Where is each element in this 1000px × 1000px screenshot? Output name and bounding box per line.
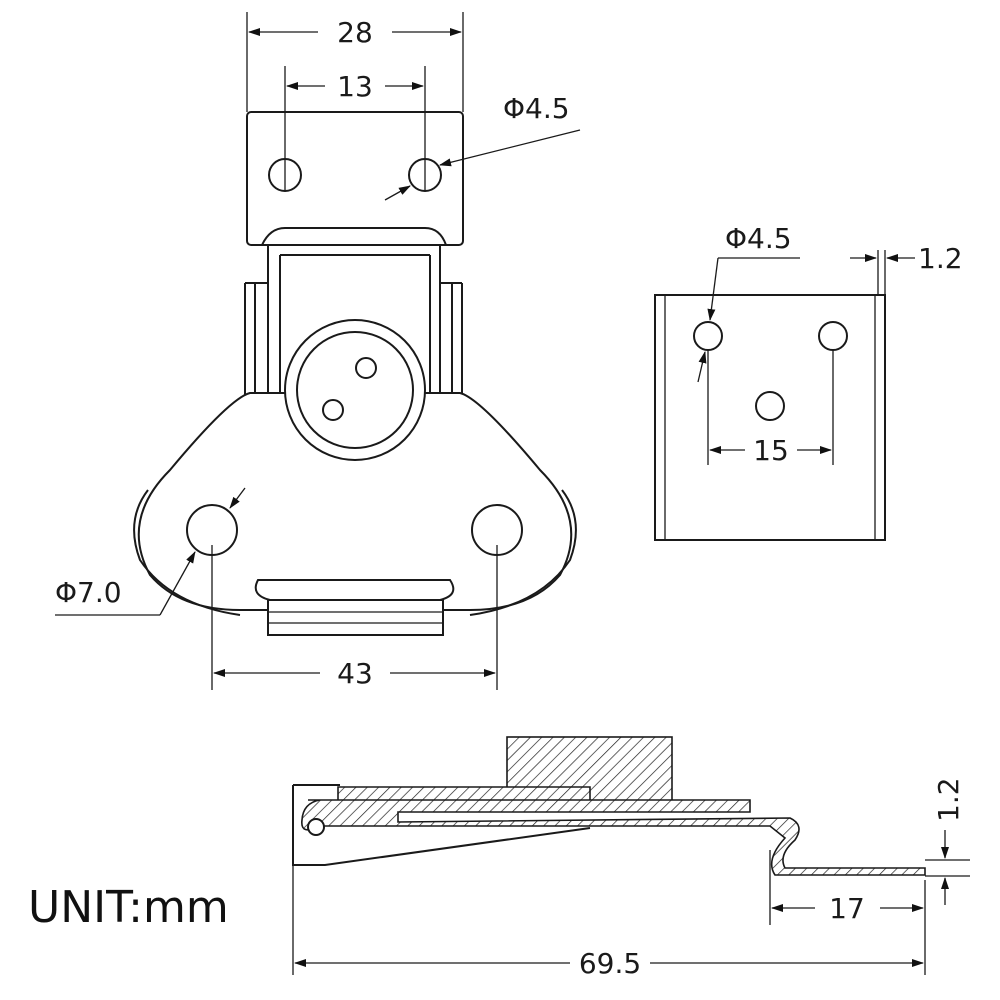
dim-hole-spacing-13: 13	[337, 70, 373, 103]
dim-side-thickness: 1.2	[932, 777, 965, 822]
dim-keeper-thickness: 1.2	[918, 242, 963, 275]
keeper-plate	[654, 294, 886, 541]
latch-section	[301, 799, 926, 876]
dim-total-length: 69.5	[579, 947, 641, 980]
dim-keeper-hole-spacing: 15	[753, 434, 789, 467]
pull-tab	[267, 599, 444, 636]
keeper-hole-center	[755, 391, 785, 421]
dim-plate-hole-diameter: Φ4.5	[503, 92, 570, 125]
hinge-plate	[246, 111, 464, 246]
dim-width-28: 28	[337, 16, 373, 49]
keeper-view: Φ4.5 1.2 15	[654, 222, 963, 541]
center-boss	[284, 319, 426, 461]
keeper-hole-right	[818, 321, 848, 351]
dim-mount-hole-diameter: Φ7.0	[55, 576, 122, 609]
top-view: 28 13 Φ4.5 Φ7.0 43	[55, 12, 581, 690]
latch-body	[137, 392, 573, 611]
dim-mount-hole-spacing-43: 43	[337, 657, 373, 690]
unit-label: UNIT:mm	[28, 882, 229, 933]
keeper-hole-left	[693, 321, 723, 351]
side-view: 1.2 17 69.5	[292, 736, 970, 980]
dim-keeper-hole-diameter: Φ4.5	[725, 222, 792, 255]
dim-keeper-length: 17	[829, 892, 865, 925]
